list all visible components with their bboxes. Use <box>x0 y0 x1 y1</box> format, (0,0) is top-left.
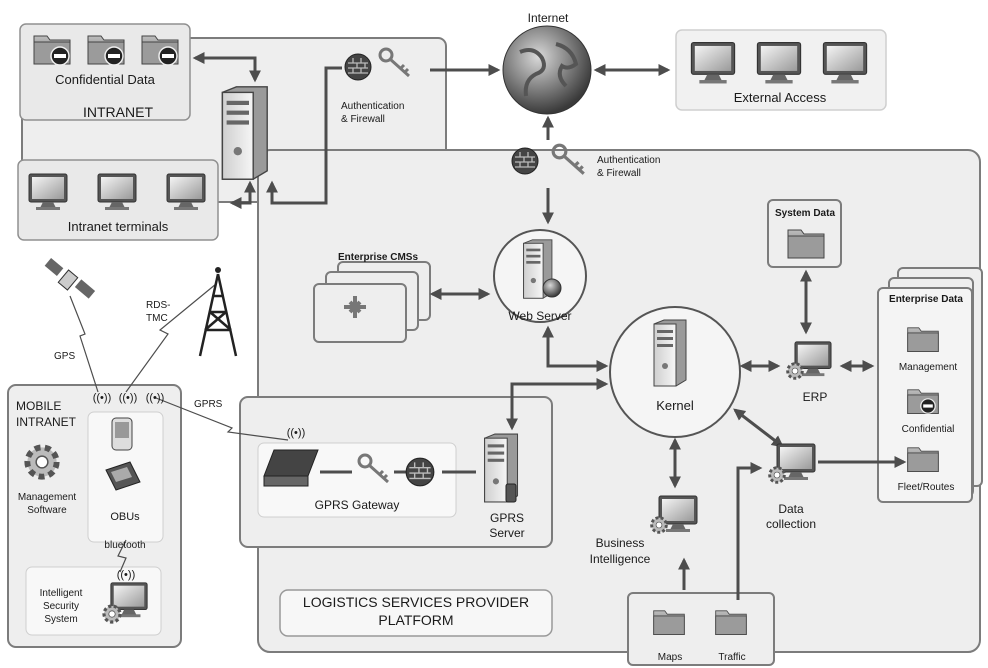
antenna-signal-icon: ((•)) <box>287 427 306 439</box>
auth-firewall-label-1b: & Firewall <box>341 114 385 125</box>
webserver-kernel-arrow <box>542 325 609 372</box>
rds-link <box>125 283 217 393</box>
gprs-server-icon <box>484 433 519 503</box>
folder-icon <box>653 610 685 636</box>
security-system-label-c: System <box>44 614 77 625</box>
data-collection-label-a: Data <box>778 502 804 516</box>
firewall-icon <box>405 457 435 487</box>
management-label: Management <box>899 362 958 373</box>
firewall-icon <box>344 53 372 81</box>
system-data-label: System Data <box>775 208 835 219</box>
svg-text:((•)): ((•)) <box>93 392 112 404</box>
gear-icon <box>27 447 56 476</box>
handheld-icon <box>105 461 141 491</box>
kernel-label: Kernel <box>656 398 694 413</box>
folder-icon <box>33 35 71 66</box>
svg-text:((•)): ((•)) <box>287 427 306 439</box>
data-collection-label-b: collection <box>766 517 816 531</box>
svg-text:((•)): ((•)) <box>119 392 138 404</box>
svg-text:((•)): ((•)) <box>146 392 165 404</box>
gprs-server-label-b: Server <box>489 526 524 540</box>
intranet-server-icon <box>221 86 268 180</box>
gps-link <box>69 295 99 393</box>
gps-label: GPS <box>54 351 75 362</box>
gprs-gateway-device-icon <box>263 449 319 487</box>
mobile-intranet-label-b: INTRANET <box>16 415 77 429</box>
enterprise-cmss-label: Enterprise CMSs <box>338 252 418 263</box>
firewall-icon <box>511 147 539 175</box>
mobile-intranet-label-a: MOBILE <box>16 399 61 413</box>
web-server-icon <box>523 239 562 299</box>
cms-logo-icon <box>344 296 366 318</box>
conf-to-server-arrow <box>192 52 261 83</box>
intranet-label: INTRANET <box>83 104 153 120</box>
antenna-signal-icon: ((•)) <box>117 569 136 581</box>
confidential-data-label: Confidential Data <box>55 72 155 87</box>
folder-icon <box>907 327 939 353</box>
security-system-label-b: Security <box>43 601 79 612</box>
gprs-link <box>155 397 289 441</box>
confidential-label: Confidential <box>902 424 955 435</box>
folder-icon <box>907 389 939 415</box>
maps-traffic-box <box>627 592 775 666</box>
rds-label-a: RDS- <box>146 300 170 311</box>
business-intelligence-label-b: Intelligence <box>590 552 651 566</box>
satellite-icon <box>44 258 96 299</box>
management-software-label-a: Management <box>18 492 77 503</box>
folder-icon <box>715 610 747 636</box>
security-system-label-a: Intelligent <box>40 588 83 599</box>
folder-icon <box>907 447 939 473</box>
gprs-kernel-arrow <box>506 378 609 431</box>
pda-icon <box>111 417 133 451</box>
intranet-terminals-label: Intranet terminals <box>68 219 169 234</box>
obus-label: OBUs <box>110 511 140 523</box>
antenna-signal-icon: ((•)) <box>93 392 112 404</box>
globe-icon <box>502 25 592 115</box>
folder-icon <box>87 35 125 66</box>
auth-firewall-label-2a: Authentication <box>597 155 660 166</box>
traffic-label: Traffic <box>718 652 745 663</box>
gprs-link-label: GPRS <box>194 399 223 410</box>
rds-label-b: TMC <box>146 313 168 324</box>
enterprise-data-label: Enterprise Data <box>889 294 963 305</box>
external-access-label: External Access <box>734 90 827 105</box>
kernel-server-icon <box>653 319 687 387</box>
gprs-gateway-label: GPRS Gateway <box>315 498 400 512</box>
antenna-tower-icon <box>198 267 238 357</box>
management-software-label-b: Software <box>27 505 67 516</box>
traffic-datacollection-arrow <box>736 462 763 600</box>
folder-icon <box>787 229 825 259</box>
bluetooth-label: bluetooth <box>104 540 145 551</box>
bluetooth-link <box>117 539 127 573</box>
web-server-label: Web Server <box>508 309 571 323</box>
antenna-signal-icon: ((•)) <box>146 392 165 404</box>
internet-label: Internet <box>528 11 569 25</box>
antenna-signal-icon: ((•)) <box>119 392 138 404</box>
folder-icon <box>141 35 179 66</box>
gprs-server-label-a: GPRS <box>490 511 524 525</box>
lsp-platform-label-b: PLATFORM <box>378 612 453 628</box>
terminals-to-server-arrow <box>229 180 256 209</box>
kernel-datacollection-arrow <box>733 408 784 448</box>
svg-text:((•)): ((•)) <box>117 569 136 581</box>
erp-label: ERP <box>803 390 828 404</box>
lsp-platform-label-a: LOGISTICS SERVICES PROVIDER <box>303 594 529 610</box>
cms-stack-front <box>313 283 407 343</box>
auth-firewall-label-1a: Authentication <box>341 101 404 112</box>
server-to-firewall-arrow <box>266 66 342 205</box>
lsp-platform-label-box <box>279 589 553 637</box>
fleet-routes-label: Fleet/Routes <box>898 482 955 493</box>
maps-label: Maps <box>658 652 682 663</box>
business-intelligence-label-a: Business <box>596 536 645 550</box>
auth-firewall-label-2b: & Firewall <box>597 168 641 179</box>
